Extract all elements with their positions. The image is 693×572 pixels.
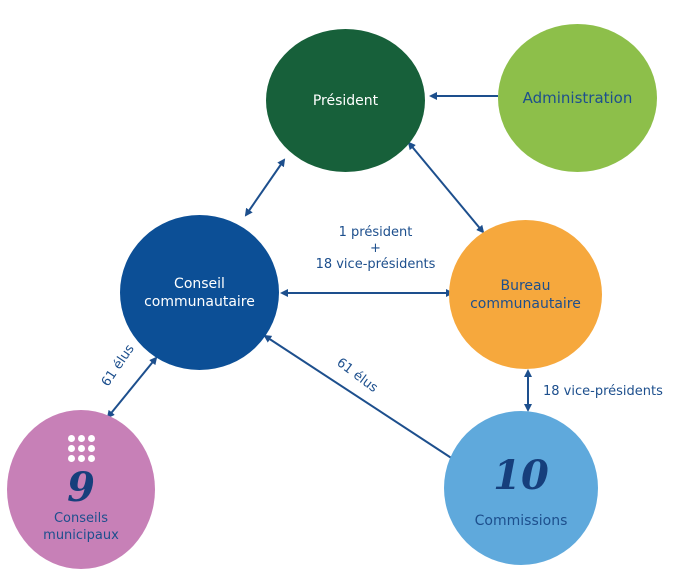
edge-label-line2: + bbox=[370, 241, 381, 256]
conseils-label-line1: Conseils bbox=[53, 511, 109, 526]
edge-label-line1: 1 président bbox=[338, 225, 413, 240]
bureau-commissions-edge-label: 18 vice-présidents bbox=[543, 384, 663, 399]
president-node: Président bbox=[266, 29, 425, 172]
conseils-municipaux-node: 9 Conseils municipaux bbox=[7, 410, 155, 569]
bureau-label-line2: communautaire bbox=[470, 295, 581, 312]
bureau-label-line1: Bureau bbox=[500, 277, 551, 294]
edge-label-line3: 18 vice-présidents bbox=[315, 257, 436, 272]
conseil-bureau-edge-label: 1 président + 18 vice-présidents bbox=[298, 225, 453, 273]
conseil-label-line1: Conseil bbox=[174, 275, 225, 292]
commissions-count: 10 bbox=[493, 452, 549, 499]
conseils-label-line2: municipaux bbox=[43, 528, 119, 543]
administration-label: Administration bbox=[522, 89, 633, 107]
commissions-node: 10 Commissions bbox=[444, 411, 598, 565]
conseil-communautaire-node: Conseil communautaire bbox=[120, 215, 279, 370]
arrow-conseil-commissions bbox=[263, 334, 461, 465]
commissions-label: Commissions bbox=[474, 513, 568, 529]
arrow-conseils-conseil bbox=[106, 356, 158, 419]
arrow-president-conseil bbox=[244, 158, 286, 217]
conseils-count: 9 bbox=[67, 464, 95, 511]
conseil-label-line2: communautaire bbox=[144, 293, 255, 310]
bureau-communautaire-node: Bureau communautaire bbox=[449, 220, 602, 369]
president-label: Président bbox=[312, 92, 379, 109]
administration-node: Administration bbox=[498, 24, 657, 172]
grid-dots-icon bbox=[67, 435, 95, 462]
arrow-president-bureau bbox=[407, 141, 485, 234]
